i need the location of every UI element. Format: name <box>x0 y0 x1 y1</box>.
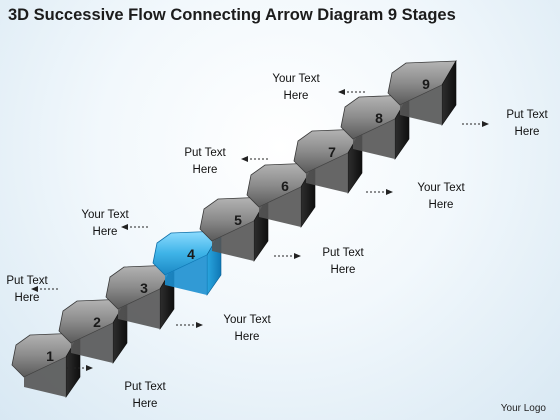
stage-9: 9 <box>387 59 457 126</box>
stage-front <box>400 85 442 125</box>
stage-2: 2 <box>58 297 128 364</box>
stage-front <box>306 153 348 193</box>
stage-number: 4 <box>187 246 195 262</box>
label-line2: Here <box>133 398 158 410</box>
label-line2: Here <box>284 90 309 102</box>
stage-front <box>118 289 160 329</box>
stage-number: 9 <box>422 76 430 92</box>
label-line1: Your Text <box>417 182 465 194</box>
stage-3: 3 <box>105 263 175 330</box>
diagram-title: 3D Successive Flow Connecting Arrow Diag… <box>8 6 456 24</box>
label-line1: Put Text <box>506 109 548 121</box>
stage-6: 6 <box>246 161 316 228</box>
label-line1: Your Text <box>81 209 129 221</box>
stage-number: 3 <box>140 280 148 296</box>
stage-front <box>71 323 113 363</box>
label-line2: Here <box>331 264 356 276</box>
stage-front <box>212 221 254 261</box>
label-line1: Put Text <box>322 247 364 259</box>
label-line1: Your Text <box>272 73 320 85</box>
stage-front <box>165 255 207 295</box>
stage-number: 6 <box>281 178 289 194</box>
stage-number: 1 <box>46 348 54 364</box>
label-line2: Here <box>193 164 218 176</box>
stage-front <box>259 187 301 227</box>
stage-1: 1 <box>11 331 81 398</box>
stage-front <box>24 357 66 397</box>
label-line2: Here <box>515 126 540 138</box>
label-line1: Your Text <box>223 314 271 326</box>
label-line2: Here <box>15 292 40 304</box>
label-line1: Put Text <box>124 381 166 393</box>
label-line2: Here <box>235 331 260 343</box>
stage-8: 8 <box>340 93 410 160</box>
label-line2: Here <box>93 226 118 238</box>
stage-number: 7 <box>328 144 336 160</box>
stage-number: 2 <box>93 314 101 330</box>
stage-number: 5 <box>234 212 242 228</box>
label-line2: Here <box>429 199 454 211</box>
stage-number: 8 <box>375 110 383 126</box>
label-line1: Put Text <box>184 147 226 159</box>
label-line1: Put Text <box>6 275 48 287</box>
logo-text: Your Logo <box>500 403 546 414</box>
stage-front <box>353 119 395 159</box>
